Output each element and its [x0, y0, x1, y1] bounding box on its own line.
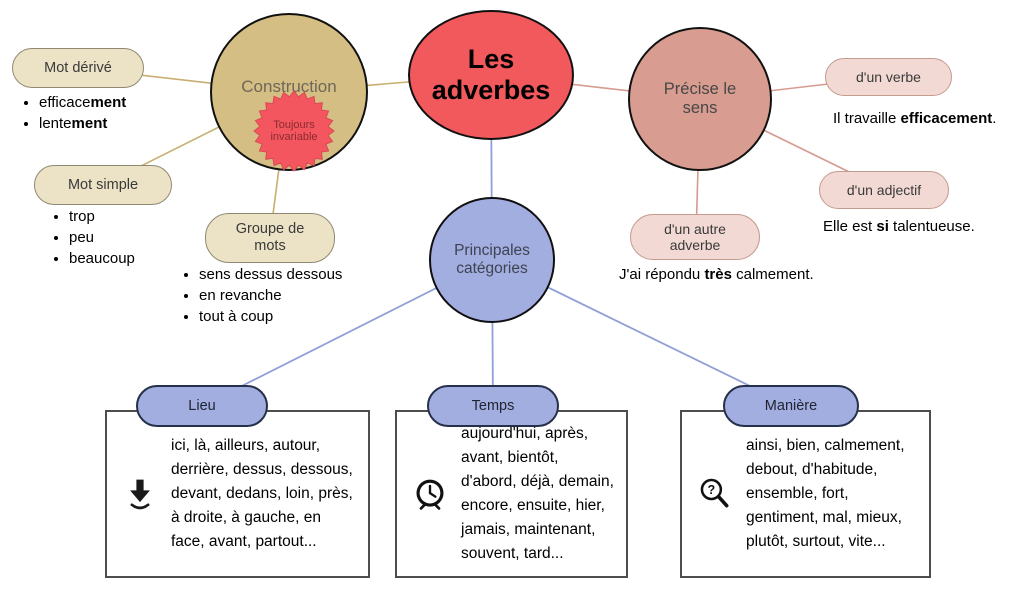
construction-label: Construction	[241, 77, 337, 96]
mot-derive-examples: efficacement lentement	[22, 92, 126, 136]
node-groupe-de-mots: Groupe de mots	[205, 213, 335, 263]
list-item: lentement	[39, 115, 126, 134]
node-mot-derive-label: Mot dérivé	[44, 59, 112, 76]
node-temps-label: Temps	[471, 397, 515, 414]
list-item: efficacement	[39, 94, 126, 113]
example-verbe: Il travaille efficacement.	[833, 110, 997, 127]
svg-text:?: ?	[708, 483, 716, 497]
node-lieu: Lieu	[136, 385, 268, 427]
bold-suffix: ment	[90, 94, 127, 111]
lieu-box: ici, là, ailleurs, autour, derrière, des…	[105, 410, 370, 578]
categories-label: Principales catégories	[454, 242, 530, 277]
temps-box: aujourd'hui, après, avant, bientôt, d'ab…	[395, 410, 628, 578]
node-dun-adjectif: d'un adjectif	[819, 171, 949, 209]
list-item: peu	[69, 229, 135, 248]
maniere-box: ? ainsi, bien, calmement, debout, d'habi…	[680, 410, 931, 578]
example-bold: efficacement	[900, 110, 993, 127]
precise-label: Précise le sens	[663, 80, 737, 117]
node-mot-simple: Mot simple	[34, 165, 172, 205]
mot-simple-examples: trop peu beaucoup	[52, 206, 135, 270]
central-node-les-adverbes: Les adverbes	[408, 10, 574, 140]
central-node-label: Les adverbes	[431, 43, 551, 105]
node-mot-simple-label: Mot simple	[67, 176, 139, 193]
precise-le-sens-node: Précise le sens	[628, 27, 772, 171]
principales-categories-node: Principales catégories	[429, 197, 555, 323]
node-lieu-label: Lieu	[188, 397, 216, 414]
node-groupe-label: Groupe de mots	[235, 221, 305, 254]
node-dun-autre-adverbe: d'un autre adverbe	[630, 214, 760, 260]
list-item: en revanche	[199, 287, 342, 306]
node-mot-derive: Mot dérivé	[12, 48, 144, 88]
example-adjectif: Elle est si talentueuse.	[823, 218, 975, 235]
example-bold: si	[876, 218, 889, 235]
node-temps: Temps	[427, 385, 559, 427]
list-item: trop	[69, 208, 135, 227]
node-dun-verbe-label: d'un verbe	[856, 68, 921, 85]
node-dun-autre-adverbe-label: d'un autre adverbe	[664, 220, 726, 253]
starburst-label: Toujours invariable	[270, 118, 318, 144]
node-maniere: Manière	[723, 385, 859, 427]
down-arrow-icon	[122, 476, 158, 512]
example-bold: très	[704, 266, 732, 283]
starburst-badge: Toujours invariable	[253, 90, 335, 172]
list-item: sens dessus dessous	[199, 266, 342, 285]
list-item: beaucoup	[69, 250, 135, 269]
lieu-words: ici, là, ailleurs, autour, derrière, des…	[171, 436, 353, 551]
node-dun-verbe: d'un verbe	[825, 58, 952, 96]
starburst-icon	[253, 90, 335, 172]
magnifier-question-icon: ?	[697, 476, 733, 512]
list-item: tout à coup	[199, 308, 342, 327]
example-autre-adverbe: J'ai répondu très calmement.	[619, 266, 814, 283]
temps-words: aujourd'hui, après, avant, bientôt, d'ab…	[461, 424, 614, 563]
node-dun-adjectif-label: d'un adjectif	[846, 181, 922, 198]
clock-icon	[412, 476, 448, 512]
bold-suffix: ment	[71, 114, 108, 132]
node-maniere-label: Manière	[764, 397, 818, 414]
maniere-words: ainsi, bien, calmement, debout, d'habitu…	[746, 436, 905, 551]
groupe-examples: sens dessus dessous en revanche tout à c…	[182, 264, 342, 328]
